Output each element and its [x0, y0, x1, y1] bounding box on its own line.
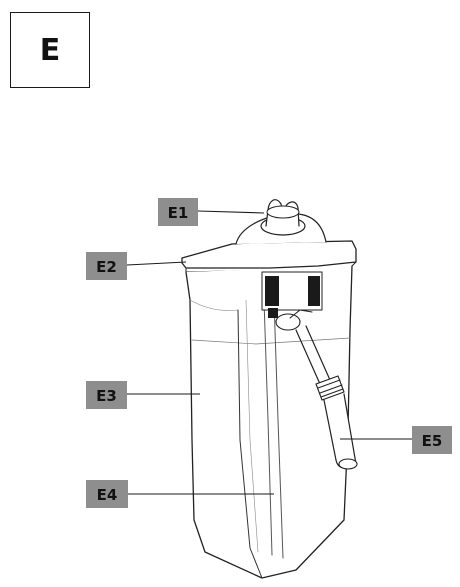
callout-e5: E5 — [412, 426, 452, 454]
callout-e4-label: E4 — [97, 486, 118, 504]
milk-pipe — [275, 309, 358, 470]
spout-slot-right — [308, 276, 320, 306]
callout-e2-label: E2 — [96, 258, 117, 276]
callout-e3-label: E3 — [96, 387, 117, 405]
milk-jug — [181, 199, 358, 579]
callout-e1-label: E1 — [168, 204, 189, 222]
section-letter: E — [39, 32, 61, 68]
callout-e2: E2 — [86, 252, 127, 280]
callout-e4: E4 — [86, 480, 128, 508]
jug-lid — [181, 240, 357, 269]
inner-tube — [263, 299, 284, 559]
leader-e2 — [126, 261, 187, 266]
section-box: E — [10, 12, 90, 88]
callout-e1: E1 — [158, 198, 198, 226]
callout-e5-label: E5 — [422, 432, 443, 450]
spout-slot-left — [265, 276, 279, 306]
callout-e3: E3 — [86, 381, 127, 409]
lid-knob — [260, 199, 306, 236]
leader-e1 — [197, 210, 265, 214]
